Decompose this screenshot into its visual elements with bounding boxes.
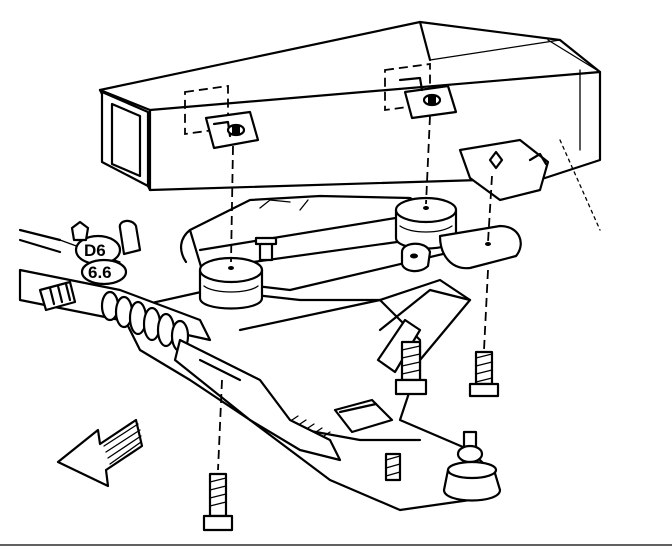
alignment-lines [217, 115, 493, 471]
front-bolt-left [38, 280, 77, 312]
bolt-right [468, 350, 500, 398]
lower-mark-label: 6.6 [88, 263, 112, 282]
bolt-center [394, 340, 428, 396]
lower-control-arm [118, 278, 492, 512]
stud-lower-arm [384, 452, 402, 482]
upper-mark-label: D6 [84, 241, 106, 260]
nut-clip-front [204, 110, 260, 150]
part-markings: D6 6.6 [70, 219, 142, 286]
strut-rod-threads [291, 415, 331, 437]
ball-joint [442, 430, 502, 502]
stud-small [254, 236, 278, 262]
frame-bracket-right [458, 138, 550, 202]
bolt-lower-left [202, 472, 234, 532]
bushing-front [198, 256, 264, 310]
front-direction-arrow-icon [56, 418, 144, 488]
nut-clip-rear [398, 76, 458, 120]
mount-plate-right [400, 224, 522, 273]
frame-rail [98, 20, 602, 231]
